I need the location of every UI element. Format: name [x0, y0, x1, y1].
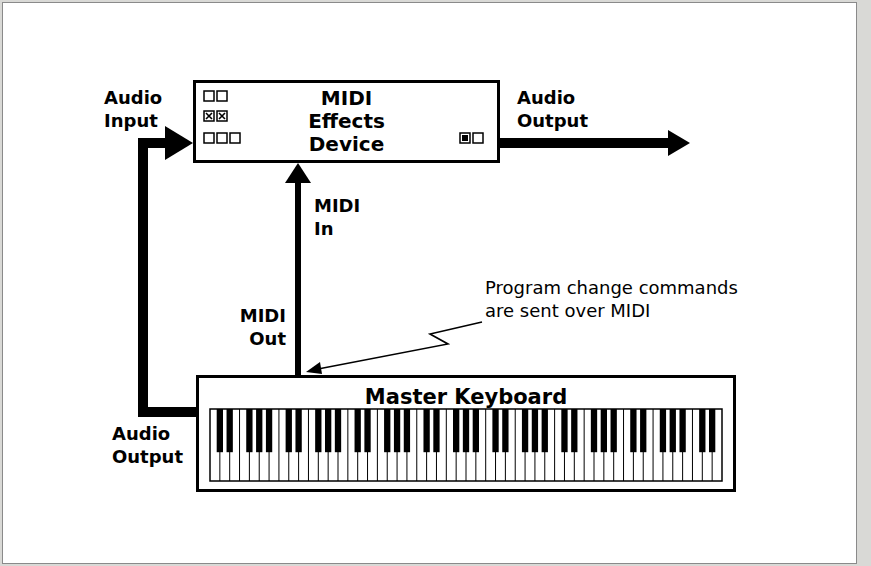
black-key [679, 409, 685, 452]
black-key [502, 409, 508, 452]
white-key-edge [278, 409, 279, 481]
white-key-edge [377, 409, 378, 481]
port-label: Audio Input [104, 86, 162, 132]
black-key [611, 409, 617, 452]
panel-button [217, 133, 227, 143]
black-key [709, 409, 715, 452]
port-label: MIDI In [314, 194, 360, 240]
effects-device-box: MIDI Effects Device [193, 80, 500, 163]
panel-button [204, 111, 214, 121]
leader-line [318, 322, 482, 369]
white-key-edge [416, 409, 417, 481]
panel-button [204, 133, 214, 143]
keyboard-name: Master Keyboard [205, 384, 727, 410]
white-key-edge [584, 409, 585, 481]
audio-output-arrow [500, 138, 670, 148]
black-key [463, 409, 469, 452]
black-key [453, 409, 459, 452]
white-key-edge [485, 409, 486, 481]
port-label: MIDI Out [240, 304, 286, 350]
black-key [227, 409, 233, 452]
callout-note: Program change commands are sent over MI… [485, 276, 747, 322]
black-key [256, 409, 262, 452]
black-key [246, 409, 252, 452]
cable-line [295, 181, 301, 375]
black-key [286, 409, 292, 452]
black-key [660, 409, 666, 452]
port-label: Audio Output [517, 86, 588, 132]
master-keyboard-box: Master Keyboard [196, 375, 736, 492]
button-cross [206, 113, 212, 119]
black-key [522, 409, 528, 452]
black-key [335, 409, 341, 452]
black-key [571, 409, 577, 452]
black-key [404, 409, 410, 452]
black-key [601, 409, 607, 452]
button-cross [219, 113, 225, 119]
panel-button [217, 111, 227, 121]
panel-button [204, 91, 214, 101]
black-key [532, 409, 538, 452]
panel-button [217, 91, 227, 101]
black-key [325, 409, 331, 452]
device-name: MIDI Effects Device [308, 87, 385, 156]
black-key [384, 409, 390, 452]
white-key-edge [515, 409, 516, 481]
white-key-edge [653, 409, 654, 481]
black-key [433, 409, 439, 452]
white-key-edge [554, 409, 555, 481]
panel-button [473, 133, 483, 143]
button-fill [462, 135, 468, 141]
black-key [315, 409, 321, 452]
black-key [591, 409, 597, 452]
black-key [699, 409, 705, 452]
white-key-edge [308, 409, 309, 481]
black-key [295, 409, 301, 452]
black-key [640, 409, 646, 452]
black-key [266, 409, 272, 452]
white-key-edge [623, 409, 624, 481]
black-key [364, 409, 370, 452]
black-key [561, 409, 567, 452]
arrow-head [668, 130, 690, 156]
black-key [670, 409, 676, 452]
white-key-edge [239, 409, 240, 481]
panel-button [230, 133, 240, 143]
cable-line [143, 143, 196, 412]
white-key-edge [446, 409, 447, 481]
arrow-head [165, 126, 193, 160]
black-key [492, 409, 498, 452]
key-bed [210, 409, 722, 481]
black-key [355, 409, 361, 452]
piano-keys [209, 408, 723, 482]
panel-button [460, 133, 470, 143]
black-key [423, 409, 429, 452]
port-label: Audio Output [112, 422, 183, 468]
black-key [473, 409, 479, 452]
white-key-edge [347, 409, 348, 481]
leader-arrow-head [306, 362, 322, 374]
black-key [630, 409, 636, 452]
audio-cable [143, 126, 196, 412]
black-key [217, 409, 223, 452]
black-key [394, 409, 400, 452]
black-key [542, 409, 548, 452]
arrow-head [285, 163, 311, 183]
white-key-edge [692, 409, 693, 481]
midi-cable [285, 163, 311, 375]
